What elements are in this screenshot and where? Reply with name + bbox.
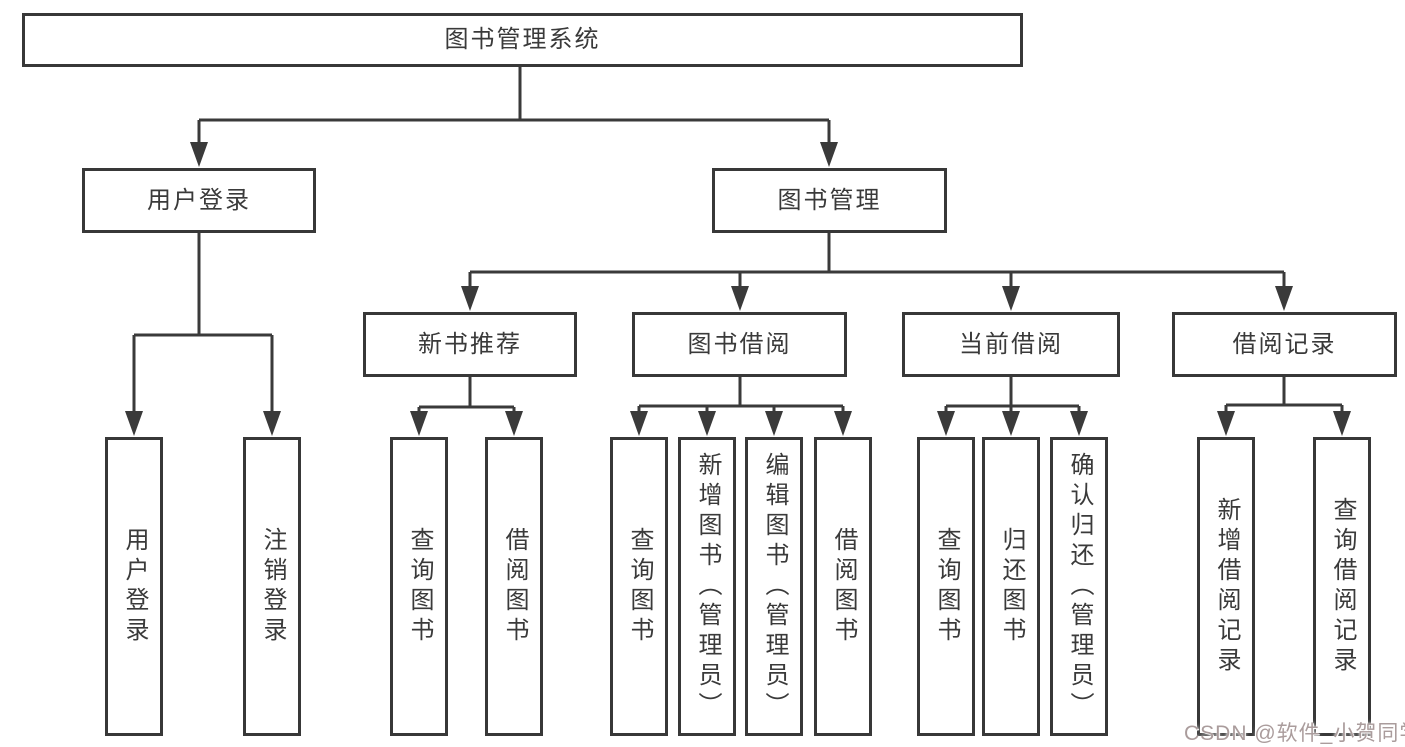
node-current-borrow: 当前借阅 [902, 312, 1120, 377]
leaf-return-book-label: 归还图书 [998, 526, 1025, 647]
node-borrow-records: 借阅记录 [1172, 312, 1397, 377]
leaf-logout: 注销登录 [243, 437, 301, 736]
leaf-query-books-current-label: 查询图书 [933, 526, 960, 647]
node-user-login: 用户登录 [82, 168, 316, 233]
leaf-query-books-recommend: 查询图书 [390, 437, 448, 736]
node-root-system: 图书管理系统 [22, 13, 1023, 67]
node-book-borrow: 图书借阅 [632, 312, 847, 377]
leaf-add-borrow-record-label: 新增借阅记录 [1213, 496, 1240, 677]
leaf-query-books-borrow: 查询图书 [610, 437, 668, 736]
connector-new-books-to-leaves [410, 377, 523, 436]
leaf-borrow-books-label: 借阅图书 [830, 526, 857, 647]
leaf-query-books-borrow-label: 查询图书 [626, 526, 653, 647]
watermark-text: CSDN @软件_小贺同学 [1184, 722, 1405, 745]
leaf-edit-book-admin: 编辑图书（管理员） [745, 437, 803, 736]
leaf-logout-label: 注销登录 [259, 526, 286, 647]
node-new-book-recommend: 新书推荐 [363, 312, 577, 377]
connector-current-borrow-to-leaves [937, 377, 1088, 436]
leaf-confirm-return-admin-label: 确认归还（管理员） [1066, 451, 1093, 722]
node-book-management: 图书管理 [712, 168, 947, 233]
leaf-query-books-current: 查询图书 [917, 437, 975, 736]
leaf-add-book-admin: 新增图书（管理员） [678, 437, 736, 736]
leaf-borrow-books-recommend: 借阅图书 [485, 437, 543, 736]
leaf-add-borrow-record: 新增借阅记录 [1197, 437, 1255, 736]
leaf-query-books-recommend-label: 查询图书 [406, 526, 433, 647]
leaf-user-login: 用户登录 [105, 437, 163, 736]
connector-user-login-to-leaves [125, 233, 281, 436]
connector-book-mgmt-to-level3 [461, 233, 1293, 311]
connector-root-to-level2 [190, 67, 838, 167]
leaf-query-borrow-record-label: 查询借阅记录 [1329, 496, 1356, 677]
leaf-add-book-admin-label: 新增图书（管理员） [694, 451, 721, 722]
leaf-user-login-label: 用户登录 [121, 526, 148, 647]
leaf-borrow-books-recommend-label: 借阅图书 [501, 526, 528, 647]
leaf-return-book: 归还图书 [982, 437, 1040, 736]
leaf-edit-book-admin-label: 编辑图书（管理员） [761, 451, 788, 722]
leaf-confirm-return-admin: 确认归还（管理员） [1050, 437, 1108, 736]
leaf-query-borrow-record: 查询借阅记录 [1313, 437, 1371, 736]
connector-book-borrow-to-leaves [630, 377, 852, 436]
leaf-borrow-books: 借阅图书 [814, 437, 872, 736]
connector-borrow-records-to-leaves [1217, 377, 1351, 436]
